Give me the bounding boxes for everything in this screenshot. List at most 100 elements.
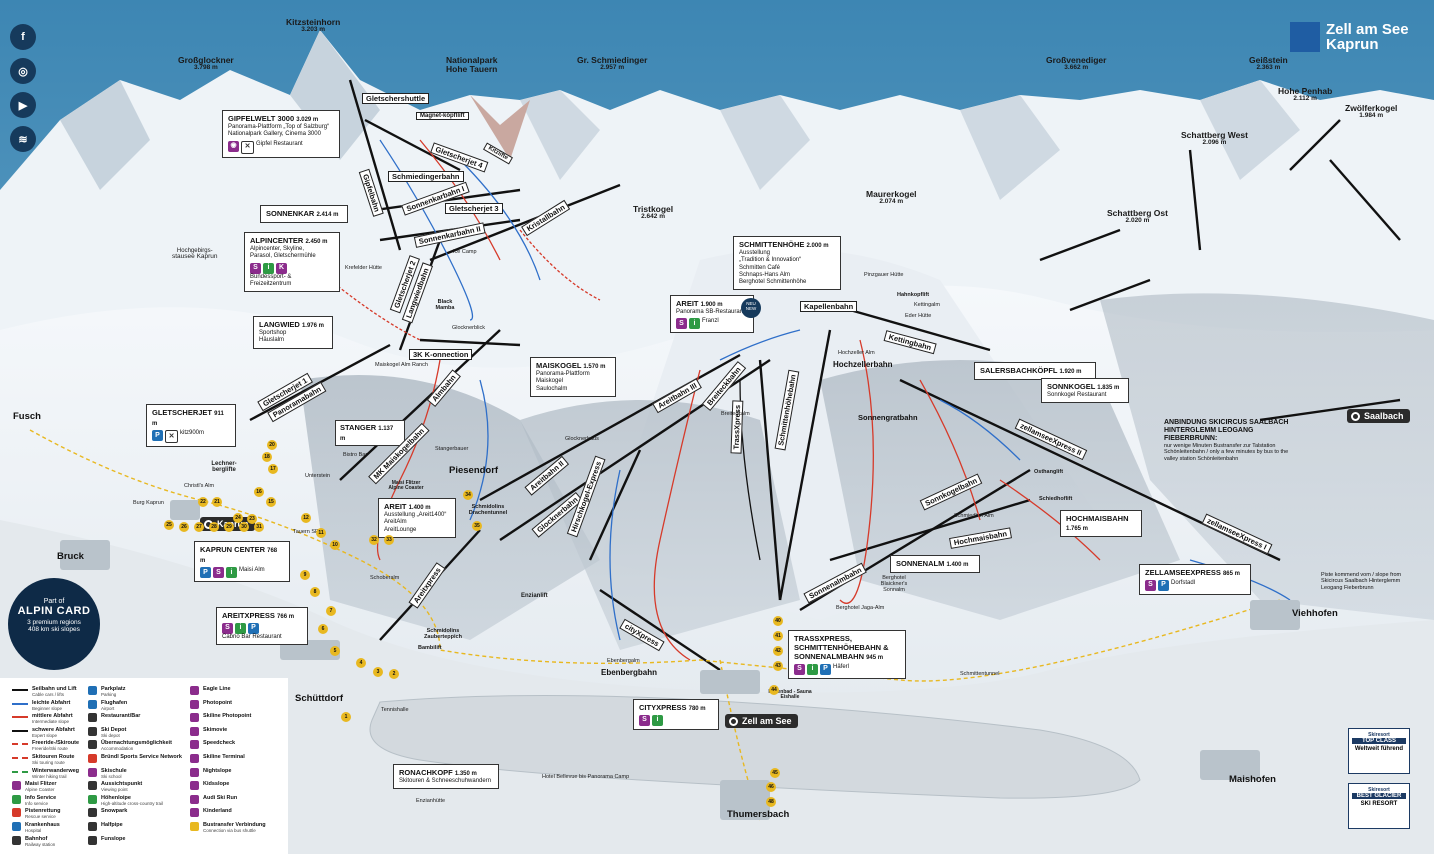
poi-label: Schiedhoflift (1039, 496, 1073, 502)
bus-stop[interactable]: 34 (463, 490, 473, 500)
bus-stop[interactable]: 44 (769, 685, 779, 695)
infobox-schmittenhoehe[interactable]: SCHMITTENHÖHE 2.000 m Ausstellung„Tradit… (733, 236, 841, 291)
infobox-stanger[interactable]: STANGER 1.137 m (335, 420, 405, 447)
infobox-gipfelwelt[interactable]: GIPFELWELT 3000 3.029 m Panorama-Plattfo… (222, 110, 340, 158)
bus-stop[interactable]: 29 (224, 522, 234, 532)
infobox-alpincenter[interactable]: ALPINCENTER 2.450 m Alpincenter, Skyline… (244, 232, 340, 292)
bus-stop[interactable]: 2 (389, 669, 399, 679)
infobox-trassxpress[interactable]: TRASSXPRESS, SCHMITTENHÖHEBAHN & SONNENA… (788, 630, 906, 680)
bus-stop[interactable]: 26 (179, 522, 189, 532)
mountain-logo-icon (1290, 22, 1320, 52)
bus-stop[interactable]: 45 (770, 768, 780, 778)
bus-stop[interactable]: 35 (472, 521, 482, 531)
bus-stop[interactable]: 17 (268, 464, 278, 474)
bus-stop[interactable]: 3 (373, 667, 383, 677)
badge-zell-am-see[interactable]: Zell am See (725, 714, 798, 728)
bus-stop[interactable]: 31 (254, 522, 264, 532)
youtube-icon[interactable]: ▶ (10, 92, 36, 118)
infobox-sonnkogel[interactable]: SONNKOGEL 1.835 m Sonnkogel Restaurant (1041, 378, 1129, 404)
bus-stop[interactable]: 20 (267, 440, 277, 450)
badge-saalbach[interactable]: Saalbach (1347, 409, 1410, 423)
legend-item: Eagle Line (190, 686, 266, 700)
infobox-areit-kaprun[interactable]: AREIT 1.400 m Ausstellung „Areit1400“Are… (378, 498, 456, 538)
bus-stop[interactable]: 33 (384, 535, 394, 545)
bus-stop[interactable]: 28 (209, 522, 219, 532)
lift-label[interactable]: Gletschershuttle (362, 93, 430, 104)
bus-stop[interactable]: 22 (198, 497, 208, 507)
bus-stop[interactable]: 23 (247, 514, 257, 524)
bus-stop[interactable]: 24 (233, 513, 243, 523)
bus-stop[interactable]: 12 (301, 513, 311, 523)
bus-stop[interactable]: 21 (212, 497, 222, 507)
bus-stop[interactable]: 8 (310, 587, 320, 597)
bus-stop[interactable]: 32 (369, 535, 379, 545)
town-schuettdorf: Schüttdorf (295, 693, 344, 704)
poi-label: Hallenbad - Sauna Eishalle (768, 689, 812, 701)
bus-stop[interactable]: 10 (330, 540, 340, 550)
wifi-icon[interactable]: ≋ (10, 126, 36, 152)
bus-stop[interactable]: 16 (254, 487, 264, 497)
lift-label[interactable]: Schmiedingerbahn (388, 171, 464, 182)
legend-text: Skiline Photopoint (203, 713, 251, 719)
bus-stop[interactable]: 11 (316, 528, 326, 538)
legend-sublabel: Airport (101, 705, 115, 711)
legend-sublabel: Expert slope (32, 732, 58, 738)
bus-stop[interactable]: 7 (326, 606, 336, 616)
bus-stop[interactable]: 5 (330, 646, 340, 656)
brand-logo[interactable]: Zell am See Kaprun (1290, 22, 1409, 52)
infobox-salersbachkoepfl[interactable]: SALERSBACHKÖPFL 1.920 m (974, 362, 1096, 381)
bus-stop[interactable]: 27 (194, 522, 204, 532)
facebook-icon[interactable]: f (10, 24, 36, 50)
infobox-ronachkopf[interactable]: RONACHKOPF 1.350 m Skitouren & Schneesch… (393, 764, 499, 790)
legend-symbol-icon (12, 770, 28, 775)
lift-label[interactable]: Magnet-köpfllift (416, 112, 469, 120)
award-top-class[interactable]: Skiresort TOP CLASS Weltweit führend (1348, 728, 1410, 774)
infobox-sonnenkar[interactable]: SONNENKAR 2.414 m (260, 205, 348, 224)
infobox-gletscherjet[interactable]: GLETSCHERJET 911 m P✕kitz900m (146, 404, 236, 448)
lift-label[interactable]: Gletscherjet 3 (445, 203, 503, 214)
legend-label: Snowpark (101, 808, 128, 815)
infobox-hochmaisbahn[interactable]: HOCHMAISBAHN 1.765 m (1060, 510, 1142, 538)
bus-stop[interactable]: 4 (356, 658, 366, 668)
bus-stop[interactable]: 42 (773, 646, 783, 656)
bus-stop[interactable]: 41 (773, 631, 783, 641)
lift-label[interactable]: Kapellenbahn (800, 301, 858, 312)
poi-label: Unterstein (305, 473, 331, 479)
alpin-card-badge[interactable]: Part of ALPIN CARD 3 premium regions 408… (8, 578, 100, 670)
bus-stop[interactable]: 46 (766, 782, 776, 792)
legend-label: mittlere Abfahrt (32, 713, 73, 720)
infobox-sonnenalm[interactable]: SONNENALM 1.400 m (890, 555, 980, 574)
bus-stop[interactable]: 6 (318, 624, 328, 634)
bus-stop[interactable]: 40 (773, 616, 783, 626)
bus-stop[interactable]: 18 (262, 452, 272, 462)
lift-label[interactable]: 3K K-onnection (409, 349, 473, 360)
bus-stop[interactable]: 30 (239, 522, 249, 532)
instagram-icon[interactable]: ◎ (10, 58, 36, 84)
lift-label[interactable]: TrassXpress (730, 400, 744, 454)
legend-item: Bründl Sports Service Network (88, 753, 182, 768)
bus-stop[interactable]: 25 (164, 520, 174, 530)
bus-stop[interactable]: 43 (773, 661, 783, 671)
lift-label[interactable]: Sonnengratbahn (858, 413, 918, 422)
legend-text: Snowpark (101, 808, 127, 814)
bus-stop[interactable]: 15 (266, 497, 276, 507)
poi-label: Hahnkopflift (897, 292, 930, 298)
award-best-glacier[interactable]: Skiresort BEST GLACIER SKI RESORT (1348, 783, 1410, 829)
bus-stop[interactable]: 48 (766, 797, 776, 807)
bus-stop[interactable]: 1 (341, 712, 351, 722)
bus-stop[interactable]: 9 (300, 570, 310, 580)
